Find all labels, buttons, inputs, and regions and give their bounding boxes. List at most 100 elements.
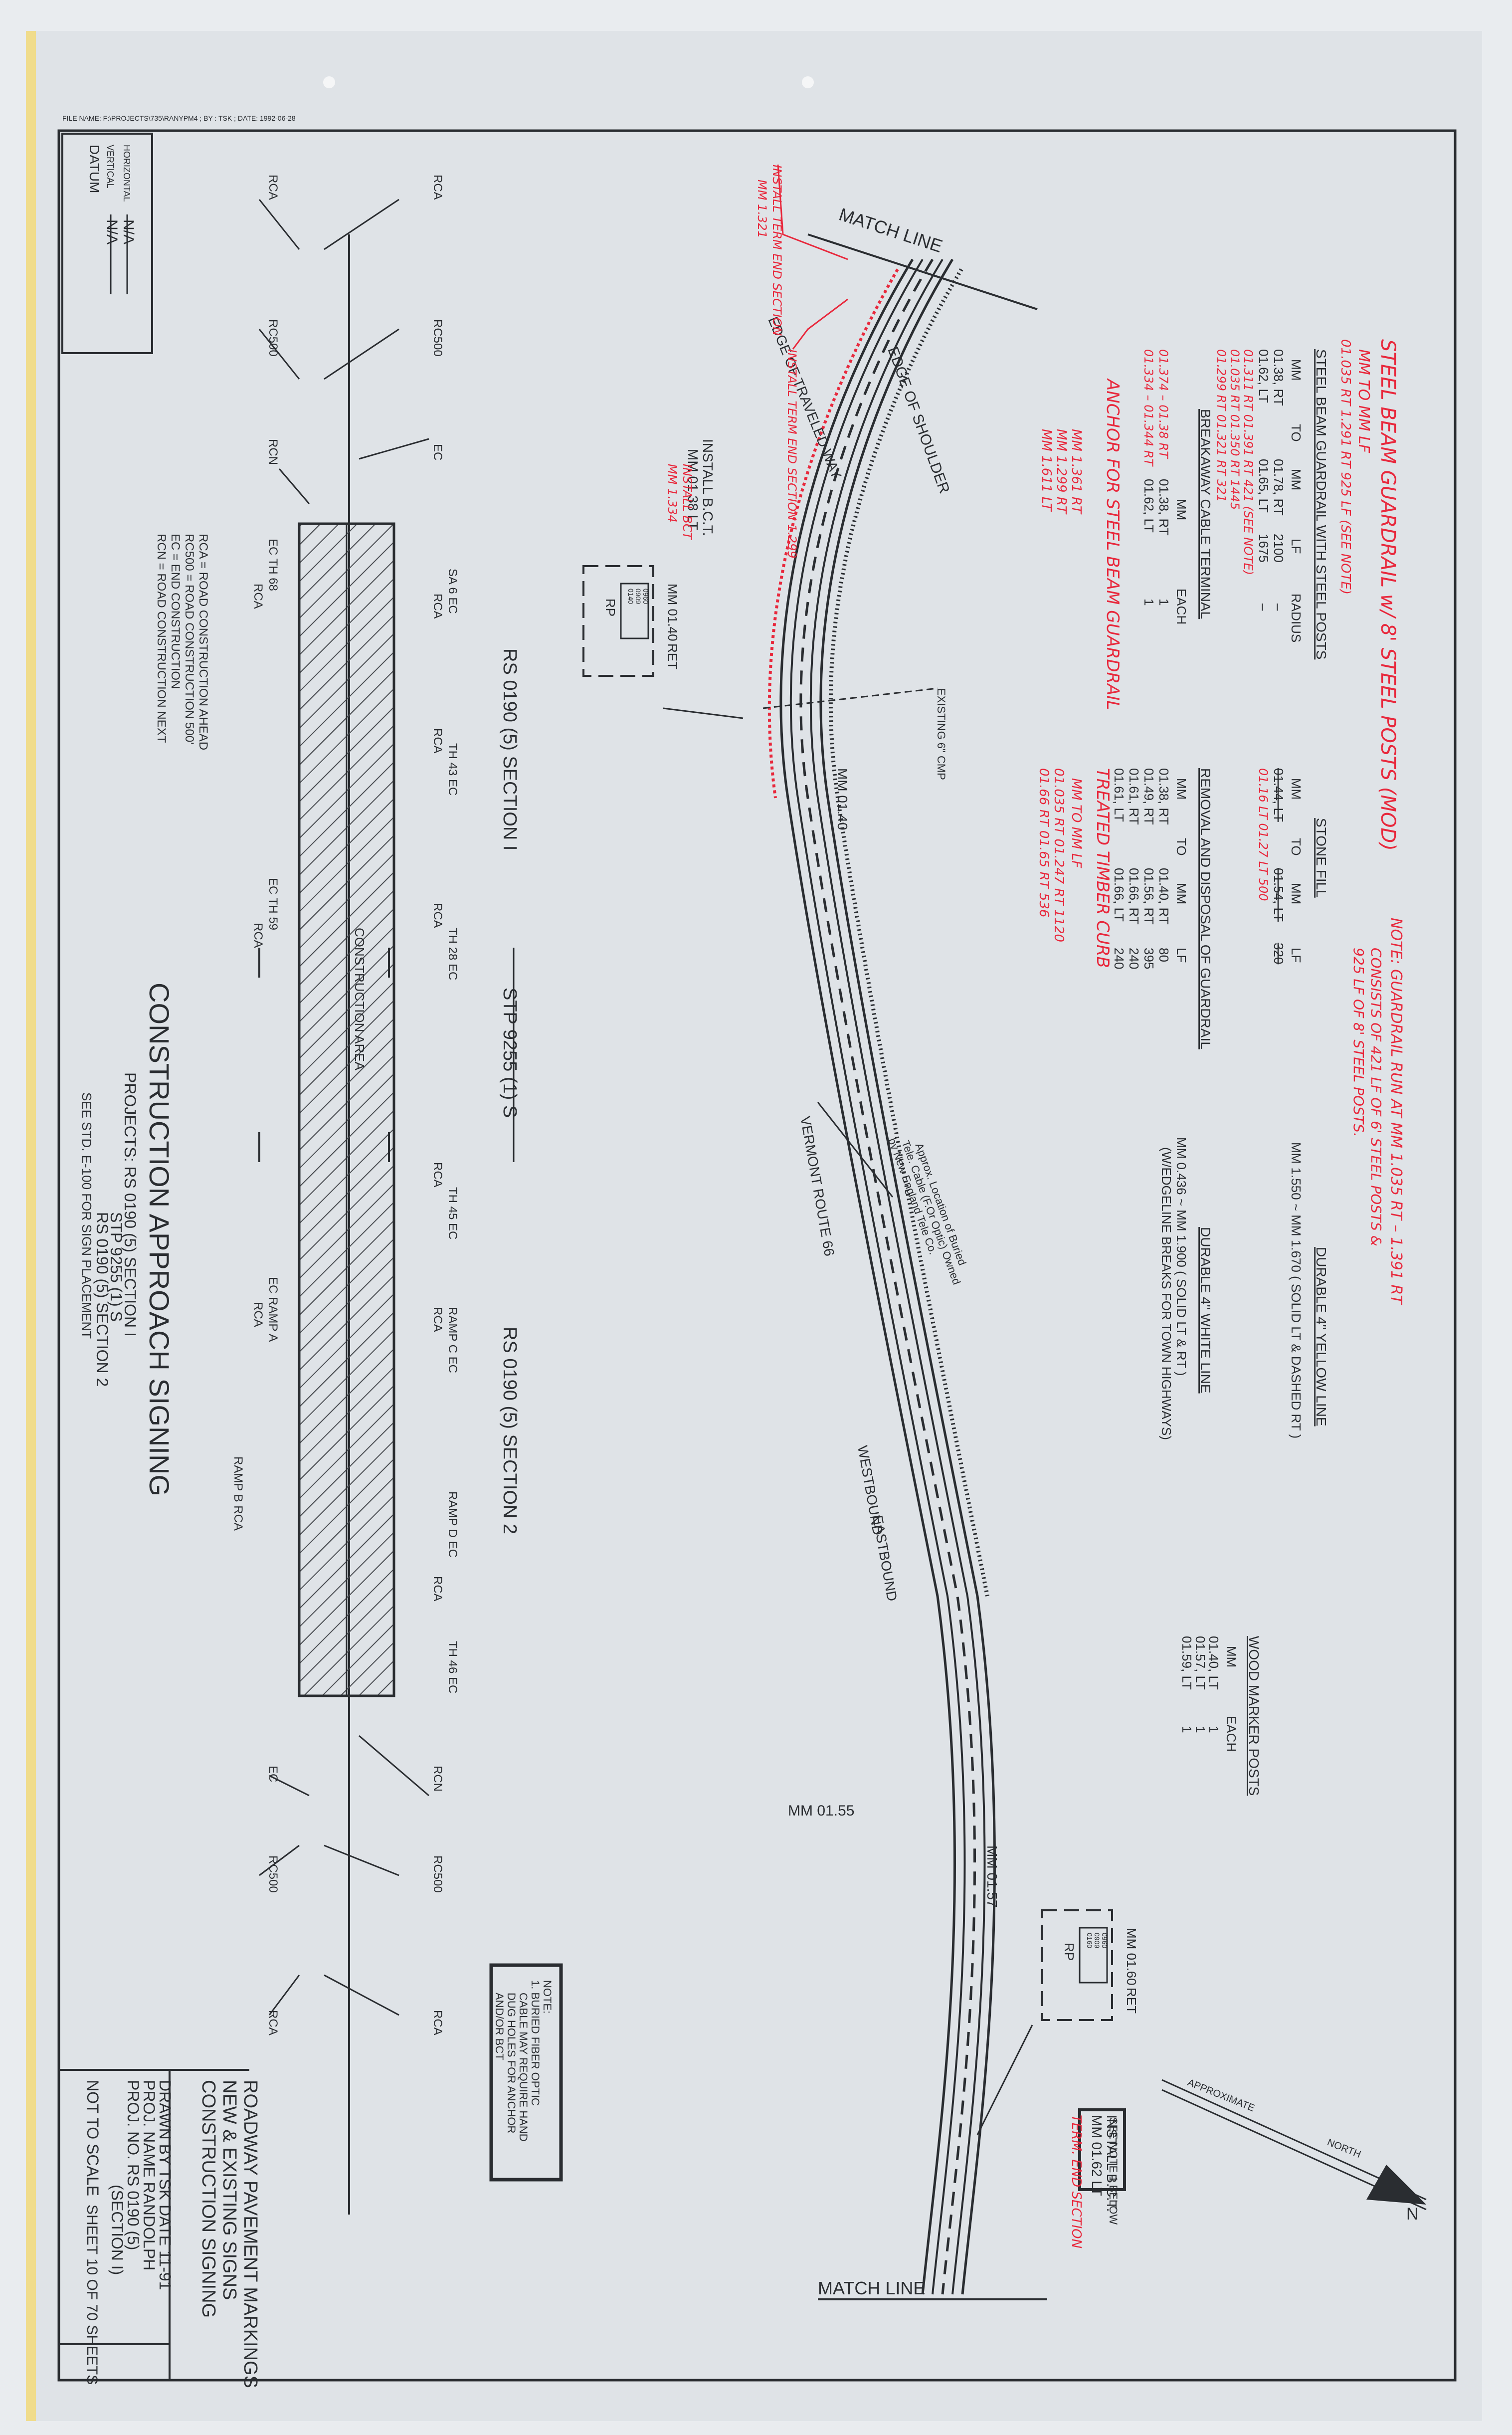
table-cell: 01.57, LT [1193,1636,1208,1690]
table-header: EACH [1174,589,1189,624]
note-box: NOTE: 1. BURIED FIBER OPTIC CABLE MAY RE… [489,1963,563,2182]
lower-sign-label: EC RAMP A [266,1277,280,1342]
red-anchor-row: MM 1.299 RT [1054,429,1069,515]
red-table-row: 01.035 RT 01.350 RT 1445 [1228,349,1242,510]
red-table-row: 01.334 – 01.344 RT [1141,349,1155,467]
ret-label: RET [1124,1988,1139,2014]
sign-label: RCN [431,1766,444,1792]
table-header: MM [1289,883,1304,904]
edge-line [819,258,996,2295]
travel-lane-line [789,258,966,2295]
sign-label: RCA [431,175,444,200]
red-timber-headers: MM TO MM LF [1069,778,1084,868]
red-table-row: 01.16 LT 01.27 LT 500 [1256,768,1270,901]
lower-sign-label: RCA [251,1302,265,1327]
red-steel-beam-cols: MM TO MM LF [1355,349,1372,453]
mm-label: MM 01.40 [835,768,850,830]
marker-code: 0140 [627,589,635,604]
sign-label: RCA [431,2010,444,2035]
note-line: 1. BURIED FIBER OPTIC [529,1980,542,2106]
upper-sign-label: TH 45 EC [446,1187,459,1239]
note-title: NOTE: [541,1980,554,2014]
table-header: TO [1289,424,1304,442]
sign-label: RC500 [431,319,444,357]
lower-sign-label: EC TH 68 [266,539,280,591]
sign-label: RCA [266,2010,280,2035]
sign-label: RCA [266,175,280,200]
section-1-label: RS 0190 (5) SECTION I [499,648,520,850]
upper-sign-label: RCA [431,594,444,619]
cable-terminal-title: BREAKAWAY CABLE TERMINAL [1198,409,1213,619]
table-cell: 01.40, RT [1156,868,1171,925]
table-header: MM [1174,499,1189,520]
table-cell: 01.38, RT [1156,768,1171,825]
upper-sign-label: TH 43 EC [446,743,459,796]
match-line-bottom-label: MATCH LINE [818,2278,925,2298]
existing-cmp-label: EXISTING 6" CMP [935,688,947,780]
marker-code: 0960 [642,589,650,604]
centerline [799,258,976,2295]
section-dividers [258,948,515,1162]
table-cell: 01.40, LT [1206,1636,1221,1690]
red-anchor-title: ANCHOR FOR STEEL BEAM GUARDRAIL [1103,378,1123,710]
red-term-end: TERM. END SECTION [1069,2115,1084,2248]
mm-label: MM 01.55 [788,1803,854,1819]
sign-label: RCN [266,439,280,465]
proj-section: (SECTION I) [108,2185,126,2275]
see-note-box [1078,2108,1126,2191]
table-header: EACH [1224,1716,1239,1752]
match-line-top [807,233,1038,310]
sign-label: EC [431,444,444,460]
upper-sign-label: RAMP D EC [446,1491,459,1558]
title-block: NOT TO SCALE ROADWAY PAVEMENT MARKINGS N… [59,2069,261,2388]
ret-label: RET [665,643,680,669]
punch-hole [323,76,335,88]
red-install-term-b: INSTALL TERM END SECTION 1.299 [785,349,799,559]
table-cell: 01.54, LT [1271,868,1286,922]
white-line-title: DURABLE 4" WHITE LINE [1198,1227,1213,1394]
mm-label: MM 01.57 [984,1845,1000,1908]
red-table-row: 01.311 RT 01.391 RT 421 (SEE NOTE) [1241,349,1255,575]
quantity-tables: STEEL BEAM GUARDRAIL WITH STEEL POSTS MM… [1112,349,1329,1796]
datum-horizontal-value: N/A [120,219,137,244]
table-cell: – [1271,604,1286,611]
note-line: DUG HOLES FOR ANCHOR [505,1993,518,2133]
table-header: MM [1174,778,1189,800]
upper-sign-label: RCA [431,903,444,928]
table-cell: 01.59, LT [1179,1636,1194,1690]
stone-fill-title: STONE FILL [1314,818,1329,898]
signing-diagram: CONSTRUCTION AREA RS 0190 (5) SECTION I … [79,175,520,2215]
rp-label: RP [603,599,618,616]
table-header: RADIUS [1289,594,1304,642]
table-header: MM [1224,1646,1239,1667]
red-anchor-row: MM 1.611 LT [1039,429,1054,512]
upper-sign-label: TH 46 EC [446,1641,459,1693]
legend-line: RCA = ROAD CONSTRUCTION AHEAD [196,534,210,750]
table-cell: 1 [1141,599,1156,606]
table-cell: 01.61, LT [1112,768,1127,822]
datum-vertical-value: N/A [104,219,120,244]
marker-mm-label: MM 01.40 [665,584,680,641]
red-markups: STEEL BEAM GUARDRAIL w/ 8' STEEL POSTS (… [665,164,1405,2248]
title-line: NEW & EXISTING SIGNS [219,2080,240,2300]
table-cell: 01.49, RT [1141,768,1156,825]
table-header: LF [1174,948,1189,963]
lower-sign-label: RCA [251,923,265,948]
table-cell: 320 [1271,943,1286,964]
binding-strip [26,31,36,2421]
install-bct-mm: MM 01.38 LT [685,449,701,530]
datum-title: DATUM [87,145,102,193]
table-cell: 240 [1127,948,1141,969]
table-cell: – [1256,604,1271,611]
red-install-bct-mm: MM 1.334 [665,464,679,523]
red-guardrail-markup [767,268,899,799]
table-cell: 01.56, RT [1141,868,1156,925]
proj-name: PROJ. NAME RANDOLPH [140,2080,158,2270]
table-cell: 1 [1193,1726,1208,1733]
table-cell: 1675 [1256,534,1271,563]
table-cell: 01.66, RT [1127,868,1141,925]
lower-sign-label: EC TH 59 [266,878,280,930]
legend-line: EC = END CONSTRUCTION [169,534,182,689]
